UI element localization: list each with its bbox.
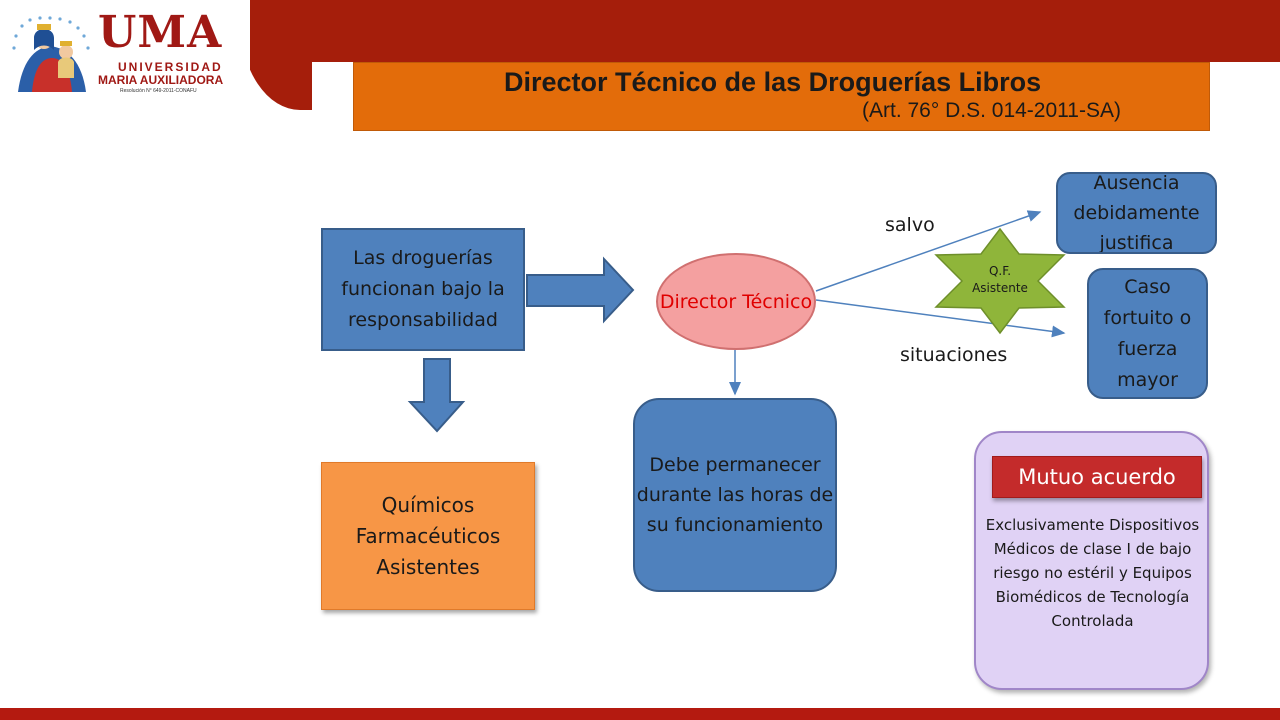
mutuo-acuerdo-body: Exclusivamente Dispositivos Médicos de c… bbox=[985, 516, 1200, 630]
edge-situaciones-line bbox=[815, 299, 1066, 338]
block-arrow-down bbox=[407, 358, 466, 433]
mutuo-acuerdo-header: Mutuo acuerdo bbox=[992, 456, 1202, 498]
logo-university: UNIVERSIDAD bbox=[118, 60, 223, 74]
node-ausencia: Ausencia debidamente justifica bbox=[1056, 172, 1217, 254]
mutuo-acuerdo-panel: Mutuo acuerdo Exclusivamente Dispositivo… bbox=[974, 431, 1209, 690]
node-debe: Debe permanecer durante las horas de su … bbox=[633, 398, 837, 592]
footer-band bbox=[0, 708, 1280, 720]
logo-resolution: Resolución N° 649-2011-CONAFU bbox=[120, 88, 197, 94]
edge-label-salvo: salvo bbox=[885, 214, 935, 236]
logo-title: UMA bbox=[98, 7, 223, 58]
virgin-mary-emblem-icon bbox=[12, 16, 90, 92]
node-responsabilidad: Las droguerías funcionan bajo la respons… bbox=[321, 228, 525, 351]
slide-title: Director Técnico de las Droguerías Libro… bbox=[504, 67, 1042, 97]
node-director: Director Técnico bbox=[656, 253, 816, 350]
qf-star-shape bbox=[934, 227, 1066, 335]
logo-name: MARIA AUXILIADORA bbox=[98, 73, 224, 87]
edge-label-situaciones: situaciones bbox=[900, 344, 1008, 366]
edge-salvo-line bbox=[815, 210, 1042, 292]
node-caso: Caso fortuito o fuerza mayor bbox=[1087, 268, 1208, 399]
slide-title-bar: Director Técnico de las Droguerías Libro… bbox=[353, 62, 1210, 131]
qf-star-label: Q.F. Asistente bbox=[972, 264, 1028, 295]
block-arrow-right bbox=[526, 256, 635, 324]
slide-subtitle: (Art. 76° D.S. 014-2011-SA) bbox=[862, 99, 1121, 122]
node-quimicos: Químicos Farmacéuticos Asistentes bbox=[321, 462, 535, 610]
